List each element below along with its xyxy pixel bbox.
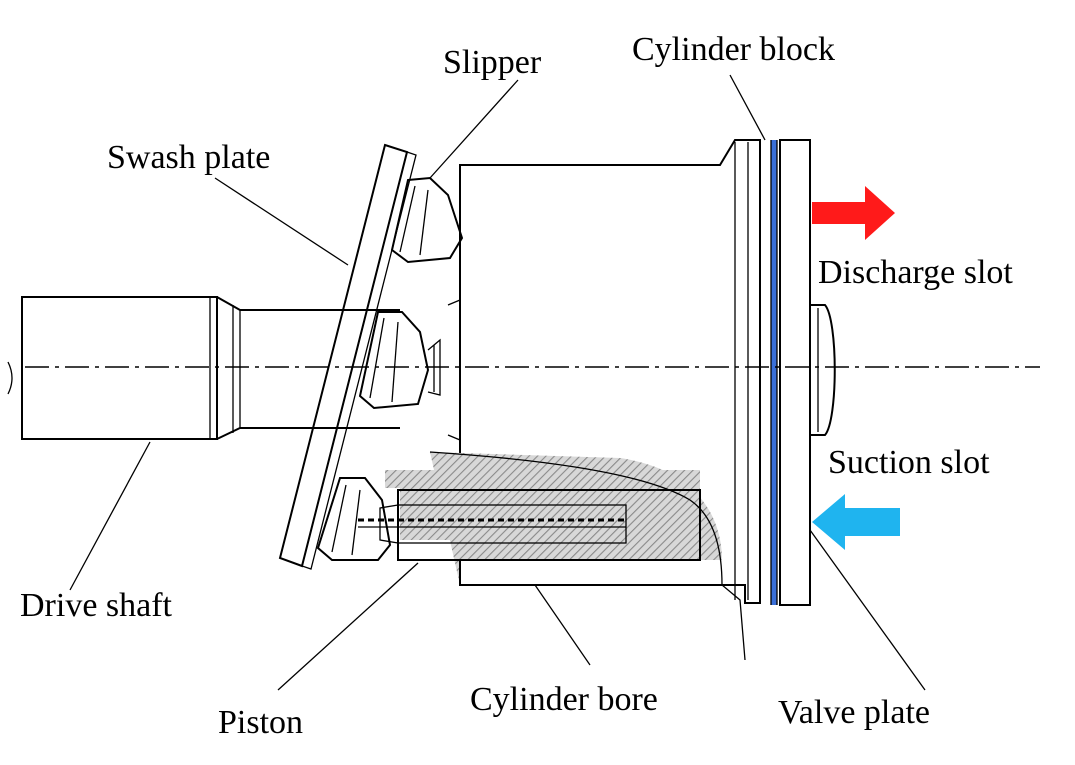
label-discharge-slot: Discharge slot <box>818 254 1013 291</box>
slipper-lower <box>316 477 392 561</box>
label-piston: Piston <box>218 704 303 741</box>
label-slipper: Slipper <box>443 44 542 81</box>
label-cylinder-block: Cylinder block <box>632 31 835 68</box>
label-drive-shaft: Drive shaft <box>20 587 173 624</box>
label-swash-plate: Swash plate <box>107 139 270 176</box>
suction-arrow <box>812 494 900 550</box>
label-cylinder-bore: Cylinder bore <box>470 681 658 718</box>
discharge-arrow <box>812 186 895 240</box>
valve-seal <box>771 140 777 605</box>
slipper-upper <box>390 176 464 264</box>
leader-lines <box>69 74 926 691</box>
piston <box>358 489 701 561</box>
label-suction-slot: Suction slot <box>828 444 990 481</box>
valve-plate <box>770 139 836 606</box>
swash-plate <box>278 143 417 570</box>
label-valve-plate: Valve plate <box>778 694 930 731</box>
